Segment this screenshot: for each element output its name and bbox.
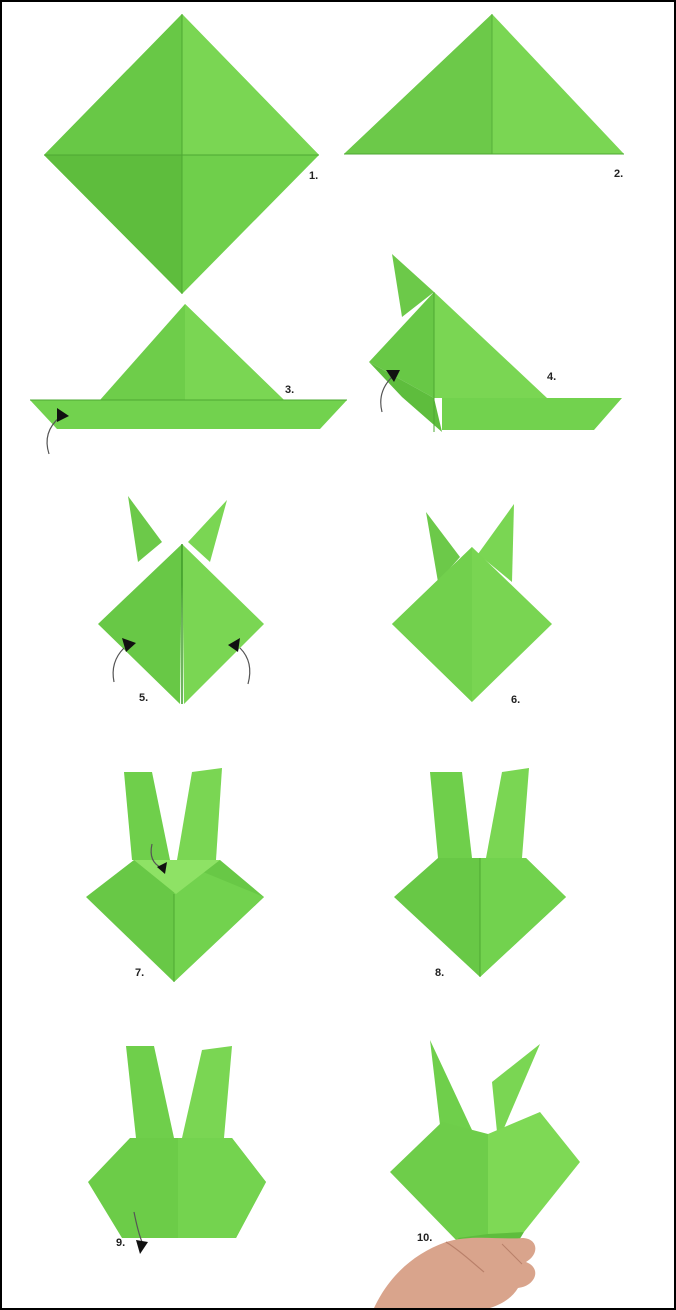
step-9-figure (88, 1046, 266, 1254)
step-9-arrowhead-icon (136, 1240, 148, 1254)
step-10-label: 10. (417, 1232, 432, 1244)
step-6-figure (392, 504, 552, 702)
step-10-figure (390, 1040, 580, 1254)
step-8-figure (394, 768, 566, 977)
step-5-right-arrow (240, 648, 250, 684)
step-5-label: 5. (139, 692, 148, 704)
step-7-label: 7. (135, 967, 144, 979)
step-5-figure (98, 496, 264, 704)
step-3-label: 3. (285, 384, 294, 396)
step-3-figure (30, 304, 347, 454)
step-2-label: 2. (614, 168, 623, 180)
step-1-figure (44, 14, 319, 294)
step-9-label: 9. (116, 1237, 125, 1249)
step-8-label: 8. (435, 967, 444, 979)
step-1-label: 1. (309, 170, 318, 182)
step-6-label: 6. (511, 694, 520, 706)
step-7-figure (86, 768, 264, 982)
hand-image (374, 1238, 535, 1308)
step-2-figure (344, 14, 624, 154)
step-5-left-arrow (113, 648, 124, 682)
step-4-figure (369, 254, 622, 432)
step-4-label: 4. (547, 371, 556, 383)
